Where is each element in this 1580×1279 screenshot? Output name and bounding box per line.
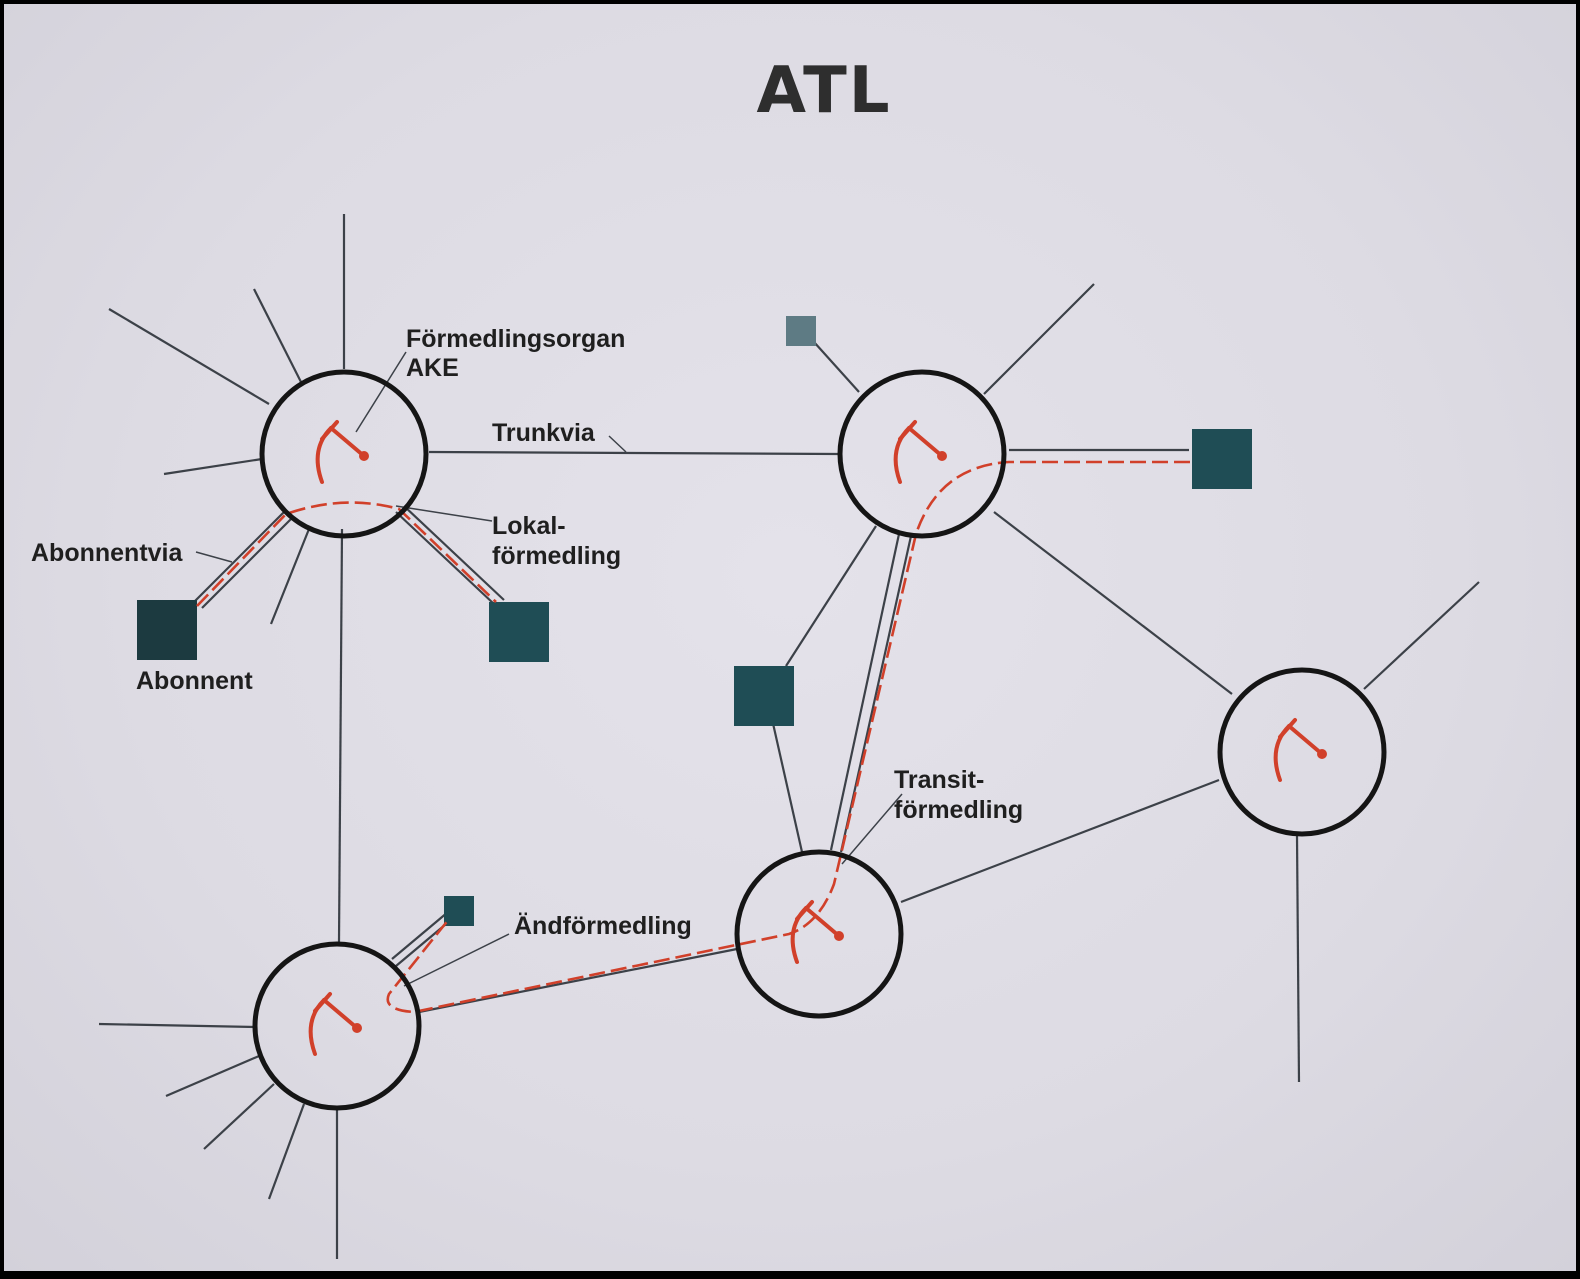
label-andformedling: Ändförmedling: [514, 912, 692, 940]
leader-andformedling: [403, 933, 510, 987]
trunk-line-c-e: [900, 778, 1220, 904]
subscriber-square: [786, 316, 816, 346]
spoke-line: [1295, 835, 1301, 1083]
selector-arc-icon: [790, 900, 844, 964]
leader-trunkvia: [608, 435, 627, 453]
label-lokal-formedling: förmedling: [492, 542, 621, 570]
exchange-node-d: [252, 941, 422, 1111]
subscriber-line: [403, 505, 505, 601]
label-lokal: Lokal-: [492, 512, 566, 540]
spoke-line: [770, 718, 804, 853]
leader-lokal: [395, 505, 493, 522]
spoke-line: [98, 1022, 257, 1029]
label-abonnentvia: Abonnentvia: [31, 539, 183, 567]
spoke-line: [269, 528, 311, 625]
selector-arc-icon: [1273, 718, 1327, 782]
subscriber-square: [444, 896, 474, 926]
spoke-line: [203, 1083, 275, 1150]
trunk-line-c-d: [418, 947, 738, 1014]
subscriber-line: [201, 515, 295, 609]
leader-formedlingsorgan: [355, 351, 407, 433]
exchange-circle: [837, 369, 1007, 539]
trunk-line-b-e: [993, 511, 1233, 695]
spoke-line: [785, 525, 877, 667]
selector-arc-icon: [315, 420, 369, 484]
spoke-line: [983, 283, 1095, 395]
label-trunkvia: Trunkvia: [492, 419, 596, 447]
spoke-line: [813, 341, 860, 393]
label-transit: Transit-: [894, 766, 984, 794]
subscriber-square: [1192, 429, 1252, 489]
exchange-circle: [734, 849, 904, 1019]
leader-transit: [841, 793, 903, 865]
spoke-line: [165, 1054, 260, 1098]
subscriber-line: [191, 509, 287, 605]
exchange-circle: [1217, 667, 1387, 837]
subscriber-square: [137, 600, 197, 660]
spoke-line: [108, 308, 270, 405]
transit-call-route: [386, 460, 1190, 1014]
subscriber-line: [395, 511, 495, 605]
label-formedlingsorgan: Förmedlingsorgan: [406, 325, 625, 353]
spoke-line: [391, 911, 449, 960]
exchange-node-c: [734, 849, 904, 1019]
spoke-line: [1363, 581, 1480, 690]
exchange-node-a: [259, 369, 429, 539]
label-ake: AKE: [406, 354, 459, 382]
exchange-circle: [252, 941, 422, 1111]
label-transit-formedling: förmedling: [894, 796, 1023, 824]
diagram-title: ATL: [757, 54, 892, 128]
trunk-line-b-c: [829, 533, 901, 851]
local-call-route: [196, 501, 497, 607]
selector-arc-icon: [308, 992, 362, 1056]
exchange-node-e: [1217, 667, 1387, 837]
subscribers: [137, 316, 1252, 926]
spoke-line: [253, 288, 303, 385]
exchange-circle: [259, 369, 429, 539]
trunk-line-a-b: [428, 450, 840, 456]
spoke-line: [163, 457, 263, 476]
subscriber-square: [489, 602, 549, 662]
label-abonnent: Abonnent: [136, 667, 253, 695]
exchange-node-b: [837, 369, 1007, 539]
network-diagram: ATL: [31, 54, 1480, 1259]
leader-abonnentvia: [195, 551, 233, 563]
spoke-line: [267, 1103, 306, 1200]
selector-arc-icon: [893, 420, 947, 484]
leader-lines: [195, 351, 903, 987]
subscriber-square: [734, 666, 794, 726]
call-routes: [196, 460, 1190, 1014]
labels: Förmedlingsorgan AKE Trunkvia Lokal- för…: [31, 325, 1023, 940]
trunk-line-a-d: [337, 528, 344, 943]
